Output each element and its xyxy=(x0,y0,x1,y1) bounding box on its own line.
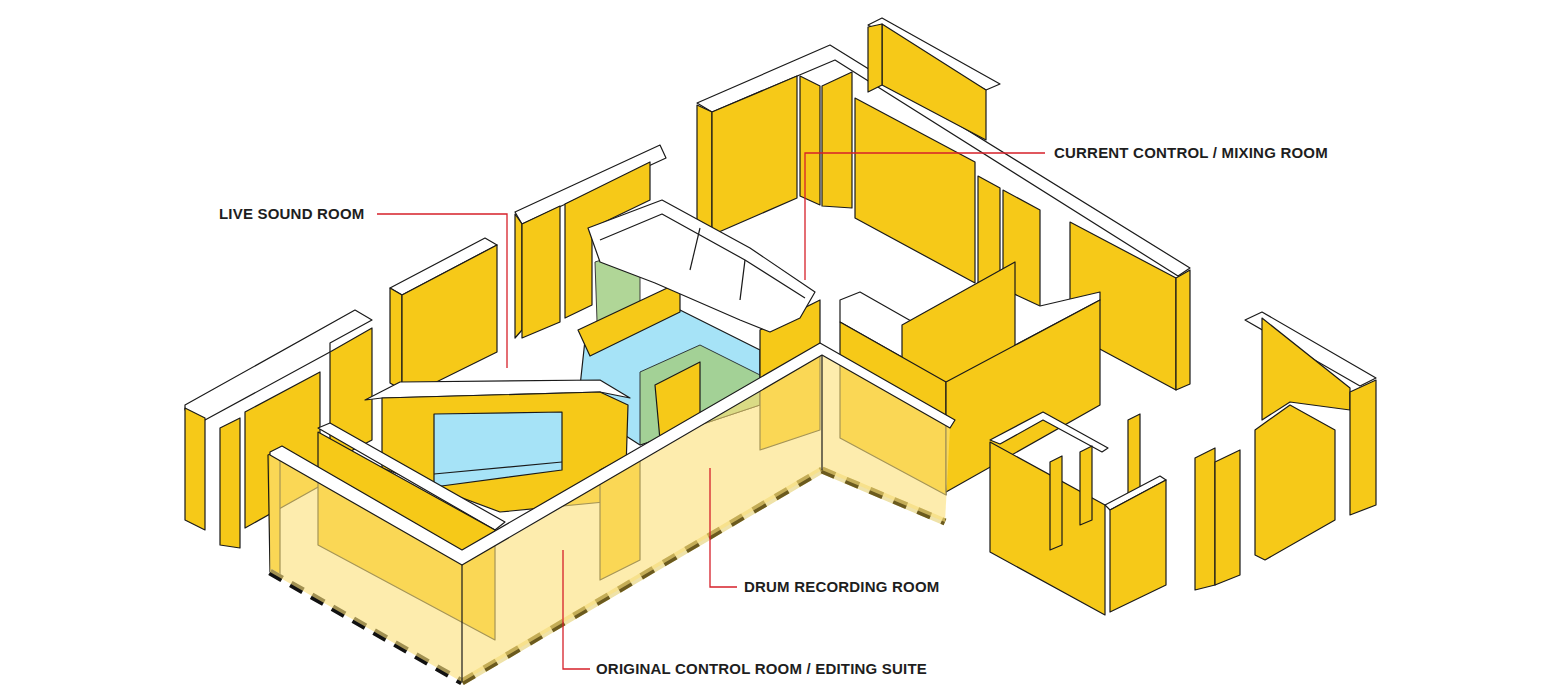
live-sound-room xyxy=(434,412,562,487)
leader-line xyxy=(377,153,1045,669)
far-right-walls xyxy=(1110,480,1166,612)
far-right-walls xyxy=(1215,450,1240,585)
far-right-walls xyxy=(990,442,1105,615)
translucent-front-wall xyxy=(270,343,955,565)
left-wall xyxy=(390,288,402,390)
room-label: CURRENT CONTROL / MIXING ROOM xyxy=(1052,144,1330,162)
mixing-console xyxy=(690,228,700,270)
mixing-console xyxy=(588,200,815,332)
translucent-front-wall xyxy=(821,355,822,470)
left-cluster-walls xyxy=(185,408,205,530)
back-wall xyxy=(868,24,882,92)
far-right-walls xyxy=(1255,405,1335,560)
translucent-front-wall xyxy=(270,455,462,682)
far-right-walls xyxy=(1350,380,1376,515)
far-right-walls xyxy=(1195,448,1215,590)
leader-line xyxy=(710,468,737,587)
left-cluster-walls xyxy=(220,418,240,548)
back-wall xyxy=(697,105,712,235)
control-room-glass xyxy=(578,282,680,356)
mixing-console xyxy=(600,214,805,298)
mixing-console xyxy=(740,260,745,300)
live-room-back-wall xyxy=(515,214,522,338)
far-right-walls xyxy=(1080,446,1092,525)
far-right-walls xyxy=(1050,456,1062,550)
back-wall xyxy=(1176,270,1190,390)
mixing-console xyxy=(588,200,815,332)
far-right-walls xyxy=(1262,318,1350,420)
left-wall xyxy=(402,245,497,395)
translucent-front-wall xyxy=(461,565,462,682)
room-label: LIVE SOUND ROOM xyxy=(217,205,367,223)
back-wall xyxy=(855,98,975,283)
far-right-walls xyxy=(990,412,1108,452)
leader-line xyxy=(377,214,507,368)
room-label: DRUM RECORDING ROOM xyxy=(742,578,941,596)
leader-line xyxy=(805,153,1045,280)
back-wall xyxy=(822,72,852,208)
left-wall xyxy=(390,238,497,395)
far-right-walls xyxy=(990,312,1376,615)
leader-line xyxy=(563,550,590,669)
translucent-front-wall xyxy=(270,343,955,682)
back-wall xyxy=(800,76,820,205)
live-sound-room xyxy=(434,462,562,474)
back-wall xyxy=(712,76,797,235)
room-label: ORIGINAL CONTROL ROOM / EDITING SUITE xyxy=(594,660,929,678)
back-wall xyxy=(882,24,986,140)
live-room-back-wall xyxy=(522,206,560,338)
